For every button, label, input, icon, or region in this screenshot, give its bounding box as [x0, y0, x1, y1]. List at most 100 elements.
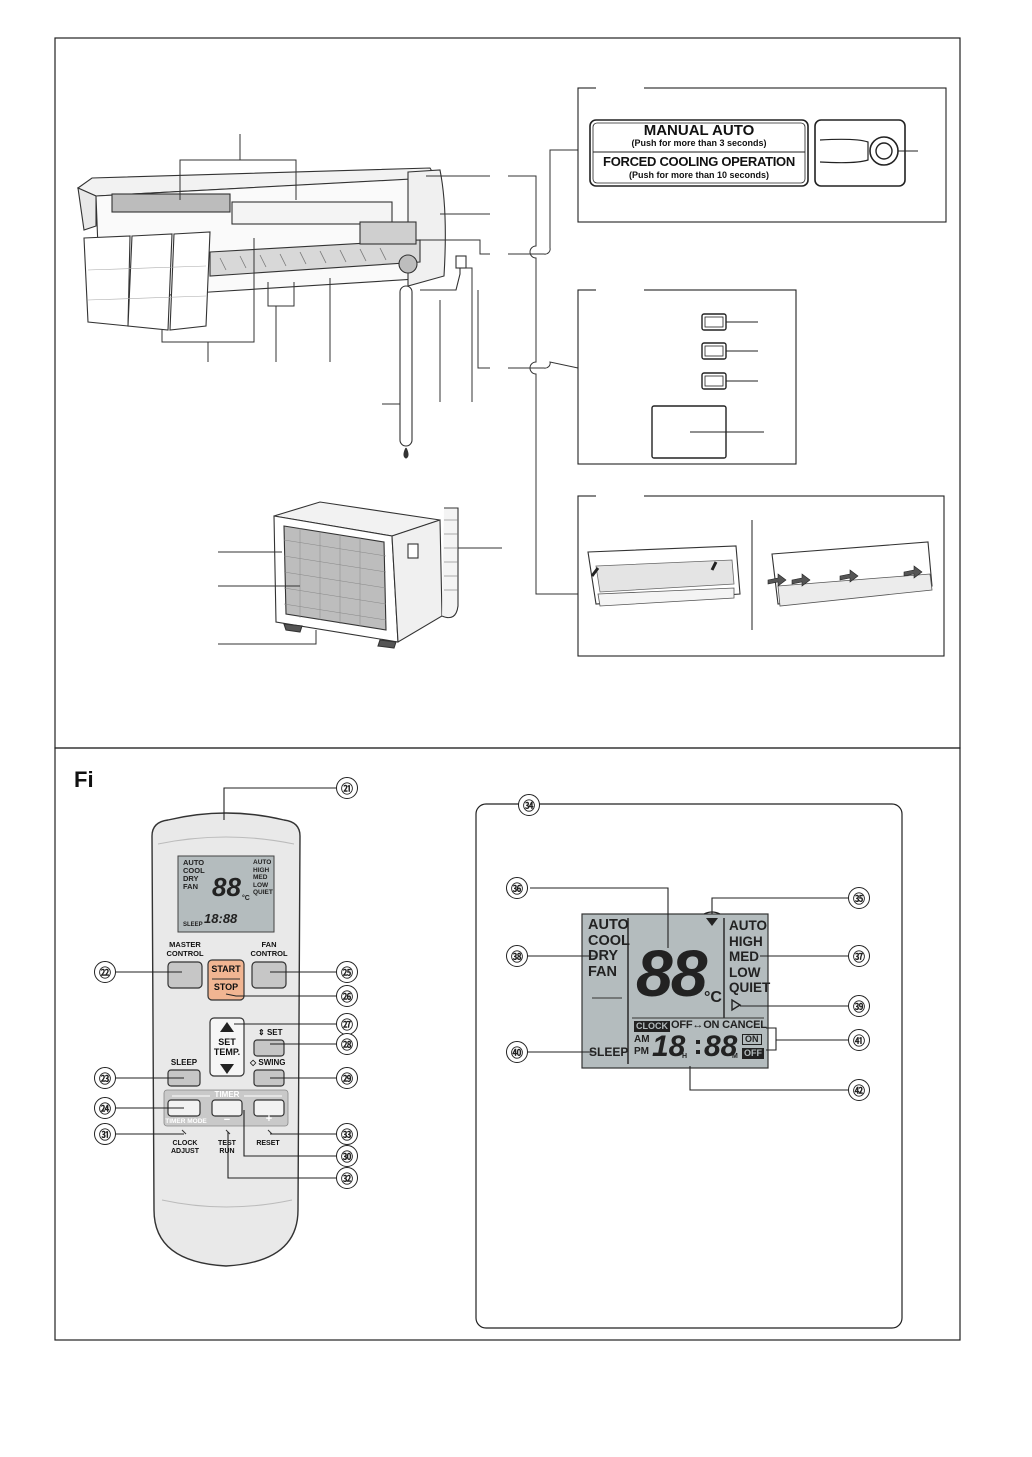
mini-fan-med: MED: [253, 874, 268, 881]
fan-auto: AUTO: [729, 918, 768, 933]
lcd-fan-speeds: AUTO HIGH MED LOW QUIET: [729, 918, 770, 996]
signal-icon: [706, 918, 718, 926]
master-control-button[interactable]: [167, 961, 203, 989]
mini-fan-auto: AUTO: [253, 859, 272, 866]
mini-fan-quiet: QUIET: [253, 889, 273, 896]
indoor-unit: [76, 167, 467, 459]
swing-label: ◇ SWING: [250, 1058, 286, 1067]
inset-bracket: [508, 149, 579, 595]
callout-42: ㊷: [848, 1079, 870, 1101]
indoor-leader-lines: [161, 134, 490, 405]
master-label-1: MASTER: [169, 940, 201, 949]
mode-auto: AUTO: [588, 917, 629, 933]
swing-text: SWING: [258, 1058, 286, 1067]
manual-auto-note: (Push for more than 3 seconds): [631, 138, 767, 148]
mini-mode-fan: FAN: [183, 882, 198, 891]
set-text: SET: [266, 1028, 283, 1037]
callout-33: ㉝: [336, 1123, 358, 1145]
swing-small-icon: ◇: [250, 1058, 257, 1067]
fan-high: HIGH: [729, 933, 763, 949]
callout-41: ㊶: [848, 1029, 870, 1051]
callout-34: ㉞: [518, 794, 540, 816]
callout-22: ㉒: [94, 961, 116, 983]
master-label-2: CONTROL: [166, 949, 204, 958]
fan-med: MED: [729, 949, 759, 964]
lcd-large: [581, 913, 769, 1069]
callout-40: ㊵: [506, 1041, 528, 1063]
timer-label: TIMER: [214, 1090, 240, 1099]
lcd-h-mark: H: [682, 1053, 688, 1060]
lcd-pm: PM: [634, 1046, 649, 1057]
swing-icon: [731, 998, 742, 1012]
lcd-am: AM: [634, 1034, 650, 1045]
fan-control-button[interactable]: [251, 961, 287, 989]
lcd-on-badge: ON: [742, 1034, 762, 1045]
temp-up-icon[interactable]: [220, 1022, 234, 1032]
figure-frame-bottom: [54, 747, 961, 1341]
set-button[interactable]: [253, 1039, 285, 1057]
callout-21: ㉑: [336, 777, 358, 799]
mode-fan: FAN: [588, 963, 617, 980]
callout-27: ㉗: [336, 1013, 358, 1035]
reset-label: RESET: [256, 1140, 280, 1147]
test-run-2: RUN: [219, 1148, 235, 1155]
clock-adjust-1: CLOCK: [172, 1140, 198, 1147]
mini-mode-cool: COOL: [183, 866, 205, 875]
lcd-hours: 18: [652, 1030, 686, 1063]
mode-dry: DRY: [588, 948, 619, 964]
callout-32: ㉜: [336, 1167, 358, 1189]
sleep-label: SLEEP: [170, 1058, 198, 1067]
inset-louvers: [577, 494, 945, 657]
start-stop-button[interactable]: [207, 959, 245, 1001]
set-temp-rocker[interactable]: [209, 1017, 245, 1077]
callout-29: ㉙: [336, 1067, 358, 1089]
remote-lcd-temp: 88: [212, 872, 241, 902]
set-temp-2: TEMP.: [213, 1047, 241, 1057]
mini-mode-dry: DRY: [183, 874, 199, 883]
lcd-leader-lines: [526, 804, 848, 1091]
lcd-timer-status: OFF↔ON CANCEL: [671, 1019, 767, 1031]
callout-24: ㉔: [94, 1097, 116, 1119]
inset-manual-auto: [577, 86, 947, 223]
forced-cooling-note: (Push for more than 10 seconds): [628, 170, 770, 180]
start-label: START: [211, 964, 241, 974]
lcd-temp-unit: °C: [704, 989, 722, 1006]
remote-lcd-sleep: SLEEP: [183, 922, 203, 928]
lcd-clock-badge: CLOCK: [634, 1021, 670, 1032]
fan-control-label: FAN CONTROL: [250, 940, 287, 958]
manual-auto-label: MANUAL AUTO: [643, 122, 755, 139]
plus-label: +: [265, 1113, 273, 1125]
callout-26: ㉖: [336, 985, 358, 1007]
mini-fan-high: HIGH: [253, 866, 270, 874]
figure-label: Fi: [74, 767, 94, 792]
test-run-label: TEST RUN: [218, 1140, 236, 1156]
lcd-minutes: 88: [704, 1030, 738, 1063]
set-icon: ⇕: [258, 1028, 265, 1037]
lcd-modes: AUTO COOL DRY FAN: [588, 917, 630, 980]
fan-label-2: CONTROL: [250, 949, 288, 958]
clock-adjust-2: ADJUST: [170, 1148, 200, 1155]
temp-down-icon[interactable]: [220, 1064, 234, 1074]
timer-mode-label: TIMER MODE: [165, 1118, 207, 1125]
minus-label: −: [223, 1114, 231, 1126]
lcd-detail-panel: [475, 803, 903, 1329]
callout-35: ㉟: [848, 887, 870, 909]
remote-control: [151, 812, 301, 1267]
timer-plus-button[interactable]: [253, 1099, 285, 1117]
lcd-m-mark: M: [732, 1053, 738, 1060]
callout-38: ㊳: [506, 945, 528, 967]
inset-indicators: [577, 288, 797, 465]
fan-low: LOW: [729, 964, 761, 980]
lcd-sleep: SLEEP: [589, 1045, 629, 1059]
outdoor-leader-lines: [218, 547, 502, 645]
set-temp-1: SET: [218, 1037, 236, 1047]
mini-hours: 18: [204, 911, 219, 926]
forced-cooling-label: FORCED COOLING OPERATION: [603, 154, 795, 169]
mini-mode-auto: AUTO: [183, 858, 205, 867]
set-temp-label: SET TEMP.: [214, 1037, 240, 1057]
lcd-temp-digits: 88: [636, 936, 707, 1010]
master-control-label: MASTER CONTROL: [166, 940, 203, 958]
callout-39: ㊴: [848, 995, 870, 1017]
timer-minus-button[interactable]: [211, 1099, 243, 1117]
